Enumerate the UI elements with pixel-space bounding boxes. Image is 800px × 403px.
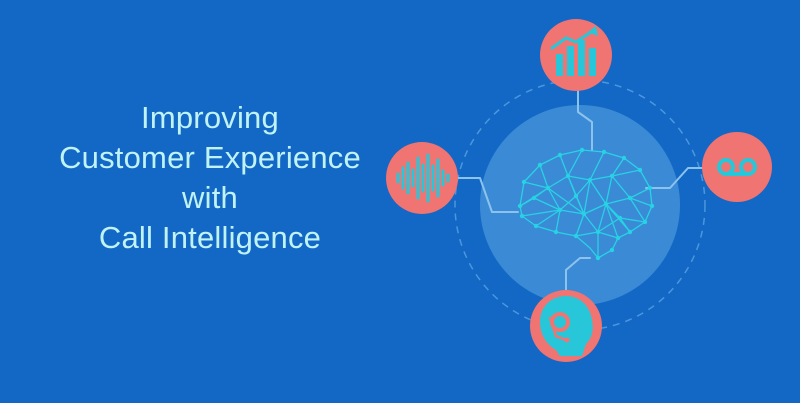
node-analytics <box>540 19 612 91</box>
node-audio <box>386 142 458 214</box>
connectors <box>457 89 709 293</box>
headline-line-3: with <box>182 180 238 215</box>
headline-line-4: Call Intelligence <box>98 220 322 255</box>
bar-chart-growth-icon <box>550 26 598 76</box>
node-voicemail <box>702 132 772 202</box>
sound-wave-icon <box>396 153 450 203</box>
brain-nodes <box>517 147 655 261</box>
headline-line-2: Customer Experience <box>59 140 361 175</box>
connector-left <box>457 177 519 213</box>
headline: Improving Customer Experience with Call … <box>20 98 400 258</box>
node-agent <box>530 290 602 362</box>
call-center-agent-icon <box>540 296 593 356</box>
connector-top <box>577 89 593 151</box>
connector-bottom <box>565 257 591 293</box>
headline-line-1: Improving <box>141 100 279 135</box>
voicemail-icon <box>717 158 757 176</box>
connector-right <box>645 167 709 189</box>
